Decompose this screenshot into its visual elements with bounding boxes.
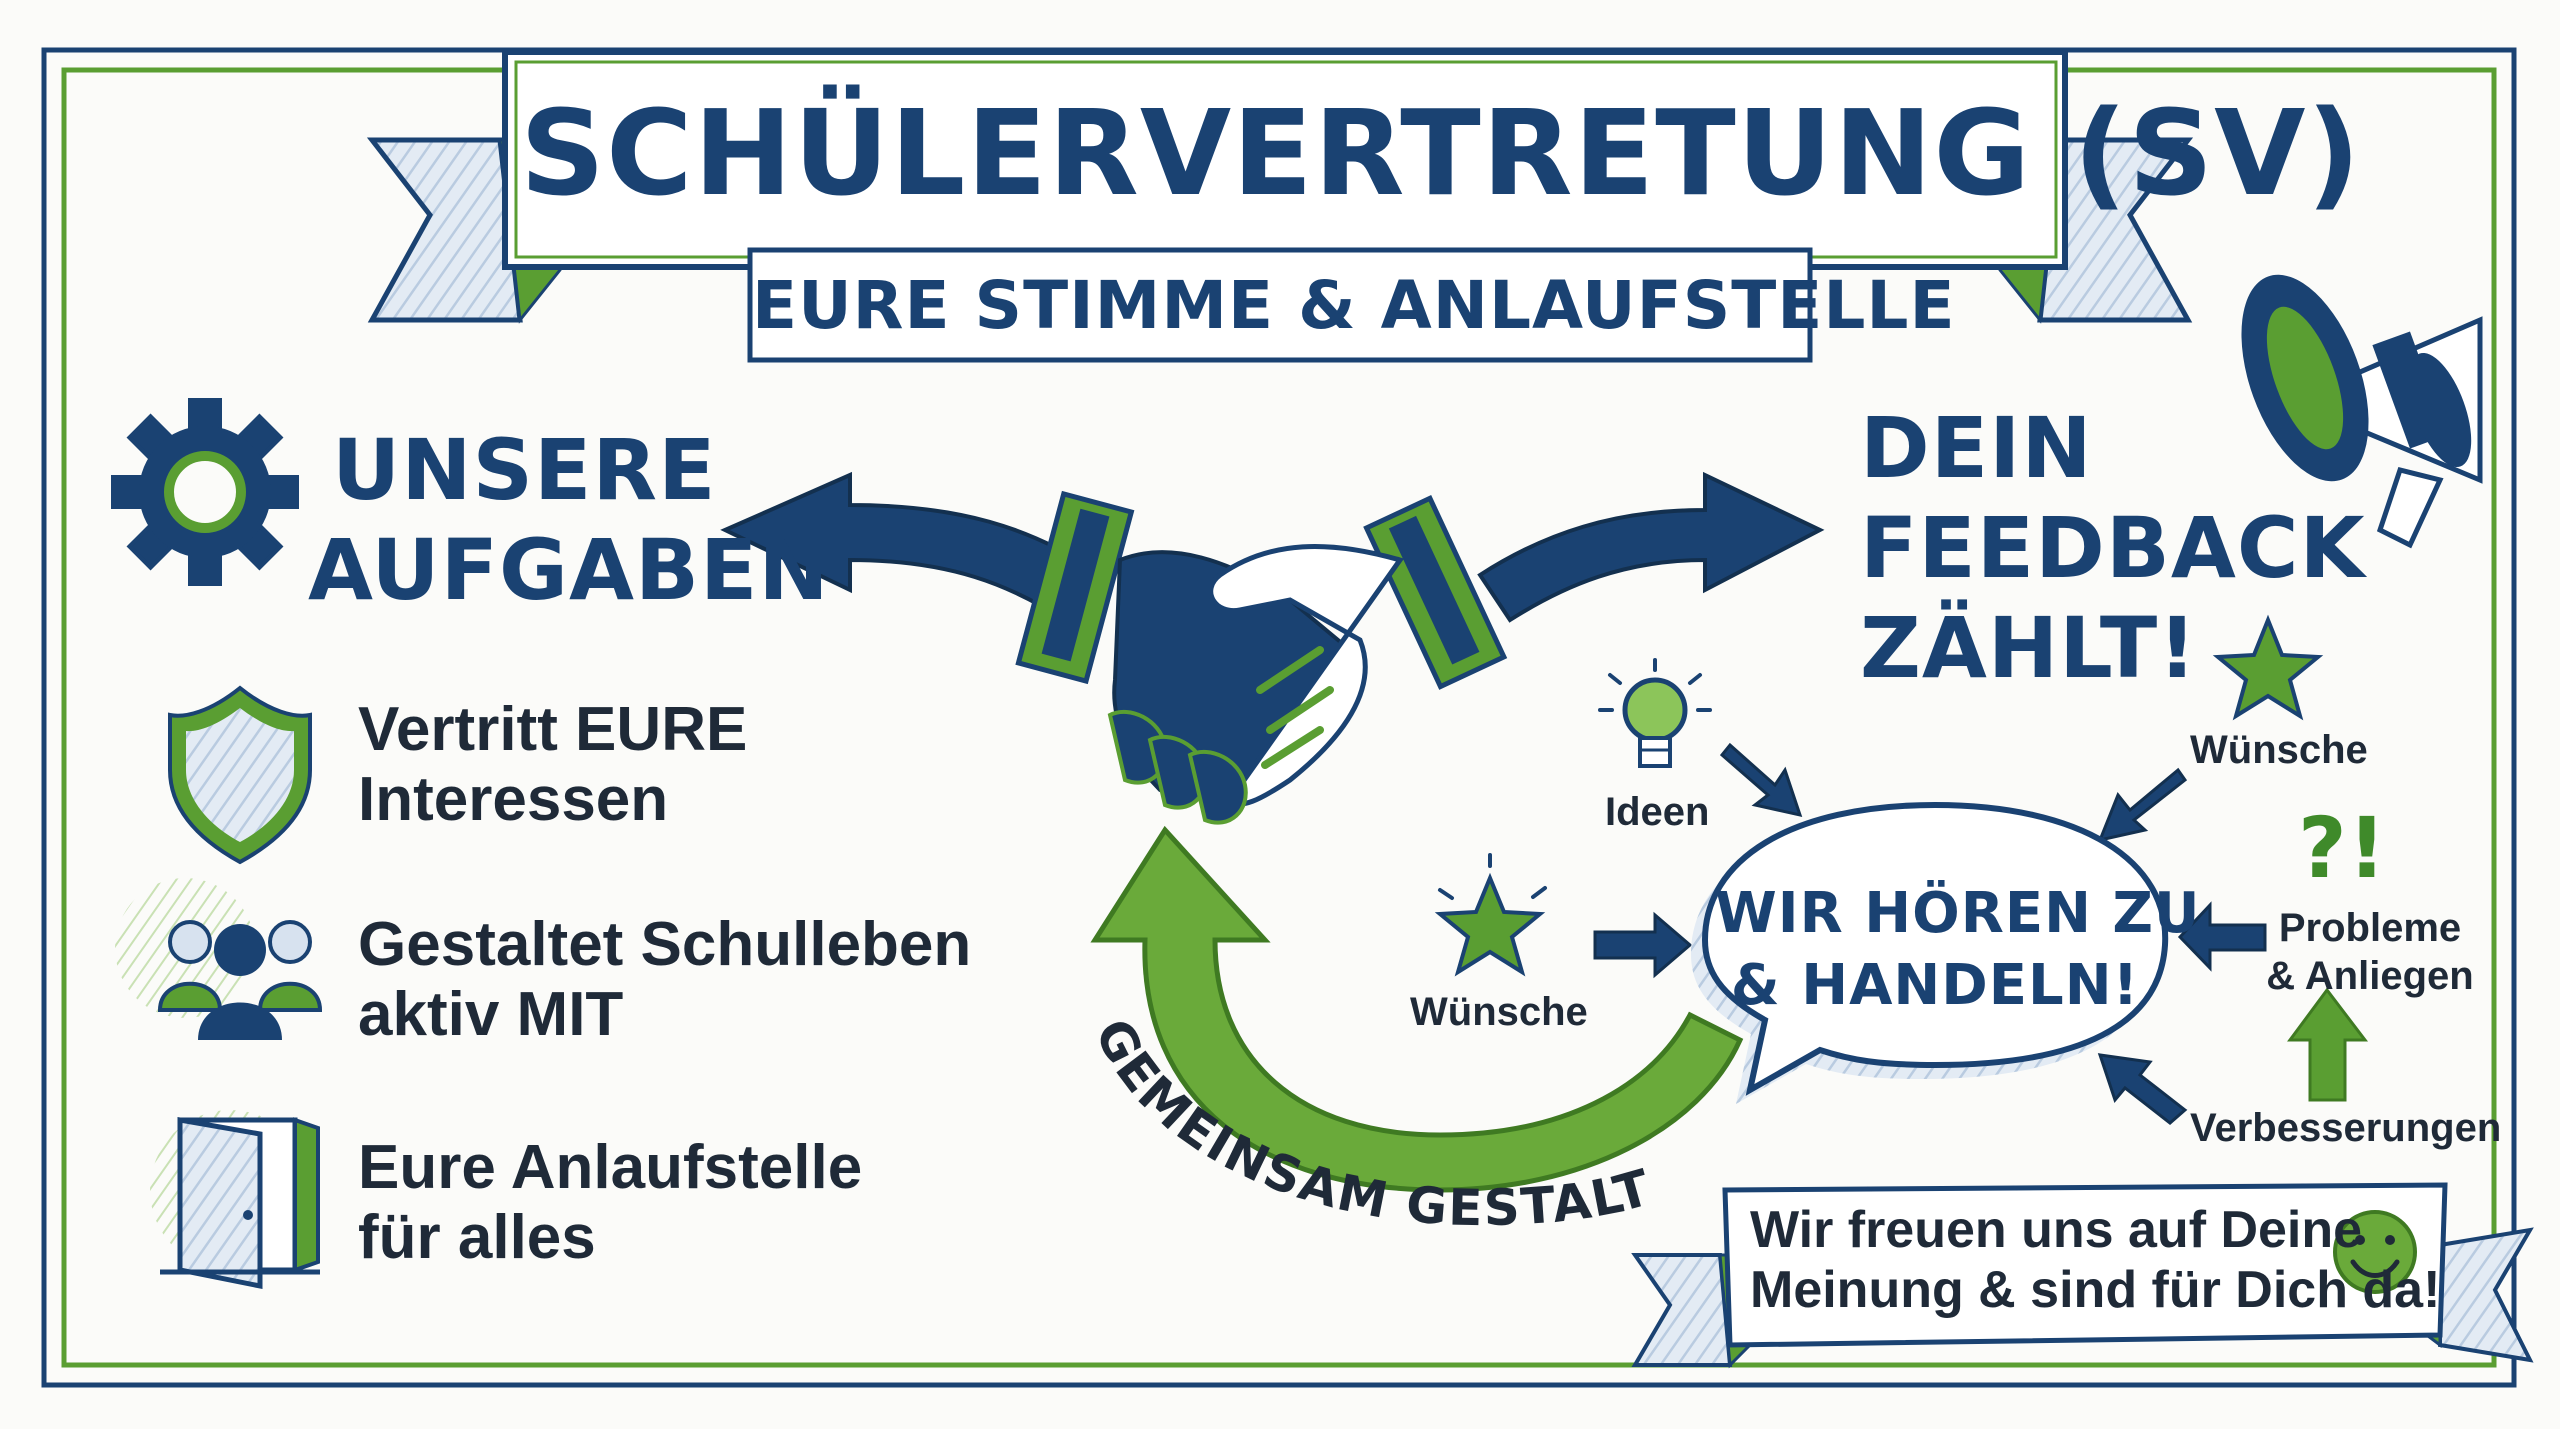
footer-ribbon <box>1631 1182 2534 1369</box>
star-icon-left <box>1434 853 1547 977</box>
arrow-left-icon <box>720 471 1098 623</box>
footer-text: Wir freuen uns auf Deine Meinung & sind … <box>1750 1200 2440 1320</box>
task-item-1: Vertritt EURE Interessen <box>358 695 747 835</box>
feedback-heading-line3: ZÄHLT! <box>1860 599 2198 697</box>
group-icon <box>115 878 323 1040</box>
page-subtitle: EURE STIMME & ANLAUFSTELLE <box>752 267 1956 344</box>
question-marks: ?! <box>2298 799 2388 897</box>
arrow-ideen-icon <box>1719 742 1803 818</box>
bubble-text-line1: WIR HÖREN ZU <box>1715 881 2201 946</box>
door-icon <box>150 1110 320 1290</box>
task-item-1-line1: Vertritt EURE <box>358 695 748 764</box>
gear-icon <box>111 398 299 586</box>
feedback-heading-line1: DEIN <box>1860 399 2093 497</box>
speech-bubble <box>1691 801 2169 1104</box>
arrow-wuensche-left-icon <box>1593 911 1693 979</box>
input-probleme-line2: & Anliegen <box>2266 954 2474 998</box>
task-item-3-line2: für alles <box>358 1203 596 1272</box>
megaphone-icon <box>2241 274 2483 549</box>
task-item-3-line1: Eure Anlaufstelle <box>358 1133 863 1202</box>
star-icon-top <box>2212 614 2324 721</box>
smiley-icon <box>2333 1210 2417 1294</box>
handshake-icon <box>1015 490 1508 825</box>
input-arrows <box>1593 742 2267 1125</box>
task-item-2-line1: Gestaltet Schulleben <box>358 910 972 979</box>
input-verbesserungen: Verbesserungen <box>2190 1106 2502 1150</box>
arrow-verbesserungen-icon <box>2097 1053 2188 1125</box>
task-item-2: Gestaltet Schulleben aktiv MIT <box>358 910 971 1050</box>
arrow-right-icon <box>1477 471 1825 623</box>
footer-text-line2: Meinung & sind für Dich da! <box>1750 1261 2441 1319</box>
banner-ribbon <box>366 49 2194 363</box>
page-title: SCHÜLERVERTRETUNG (SV) <box>520 84 2362 222</box>
input-probleme: Probleme & Anliegen <box>2265 904 2475 1000</box>
footer-text-line1: Wir freuen uns auf Deine <box>1750 1201 2363 1259</box>
tasks-heading-line2: AUFGABEN <box>308 521 830 619</box>
bubble-text-line2: & HANDELN! <box>1730 953 2140 1018</box>
lightbulb-icon <box>1598 658 1712 768</box>
input-wuensche-left: Wünsche <box>1410 990 1588 1034</box>
task-item-1-line2: Interessen <box>358 765 669 834</box>
input-wuensche-top: Wünsche <box>2190 728 2368 772</box>
shield-icon <box>168 685 312 865</box>
input-probleme-line1: Probleme <box>2278 906 2462 950</box>
feedback-heading-line2: FEEDBACK <box>1860 499 2366 597</box>
input-ideen: Ideen <box>1605 790 1710 834</box>
task-item-2-line2: aktiv MIT <box>358 980 624 1049</box>
up-arrow-icon <box>2287 987 2369 1102</box>
arrow-probleme-icon <box>2177 901 2267 972</box>
arrow-wuensche-top-icon <box>2097 767 2188 843</box>
bubble-text: WIR HÖREN ZU & HANDELN! <box>1715 878 2201 1022</box>
task-item-3: Eure Anlaufstelle für alles <box>358 1133 862 1273</box>
cycle-arrow-icon <box>1090 825 1744 1193</box>
tasks-heading-line1: UNSERE <box>332 421 717 519</box>
